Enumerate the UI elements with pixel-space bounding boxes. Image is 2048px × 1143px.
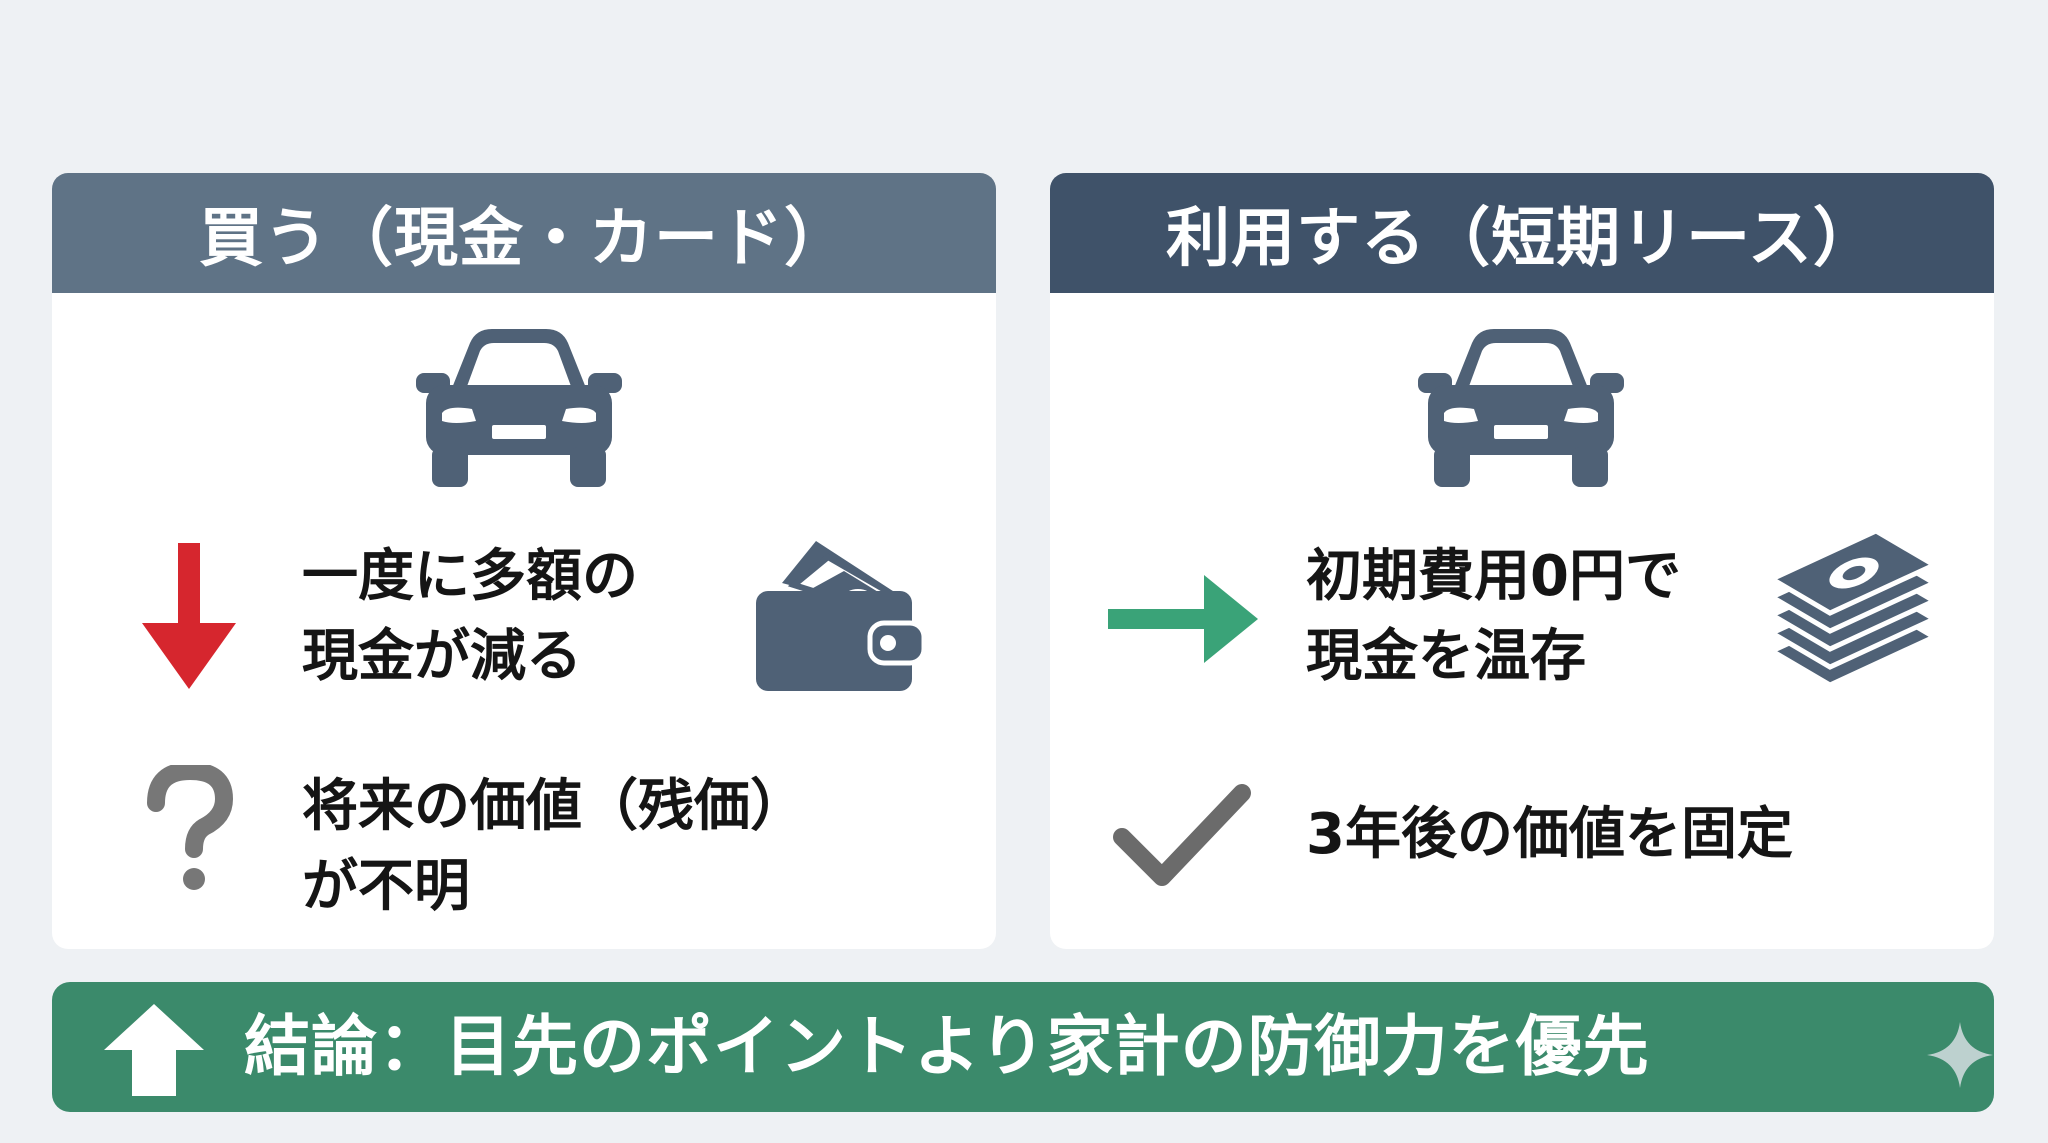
sparkle-icon xyxy=(1927,1022,1993,1088)
lease-row1-line1: 初期費用0円で xyxy=(1306,544,1681,609)
lease-panel-header: 利用する（短期リース） xyxy=(1050,173,1994,293)
car-icon xyxy=(416,329,622,487)
buy-row2-line1: 将来の価値（残価） xyxy=(302,774,806,839)
lease-panel-title: 利用する（短期リース） xyxy=(1166,202,1878,276)
wallet-icon xyxy=(754,535,930,695)
car-icon xyxy=(1418,329,1624,487)
lease-row1-text: 初期費用0円で 現金を温存 xyxy=(1306,537,1681,697)
buy-row2-line2: が不明 xyxy=(302,854,470,919)
lease-row2-line1: 3年後の価値を固定 xyxy=(1306,802,1793,867)
question-mark-icon xyxy=(140,765,240,895)
cash-stack-icon xyxy=(1768,533,1938,697)
buy-row1-line2: 現金が減る xyxy=(302,624,582,689)
up-arrow-icon xyxy=(104,1004,204,1096)
lease-row2-text: 3年後の価値を固定 xyxy=(1306,795,1793,875)
buy-panel-header: 買う（現金・カード） xyxy=(52,173,996,293)
conclusion-text: 結論：目先のポイントより家計の防御力を優先 xyxy=(244,1008,1650,1085)
buy-panel-title: 買う（現金・カード） xyxy=(199,202,849,276)
buy-row1-text: 一度に多額の 現金が減る xyxy=(302,537,638,697)
lease-panel: 利用する（短期リース） 初期費用0円で 現金を温存 xyxy=(1050,173,1994,949)
right-arrow-icon xyxy=(1108,571,1260,667)
down-arrow-icon xyxy=(134,543,244,693)
buy-row1-line1: 一度に多額の xyxy=(302,544,638,609)
buy-panel: 買う（現金・カード） 一度に多額の 現金が減る xyxy=(52,173,996,949)
conclusion-banner: 結論：目先のポイントより家計の防御力を優先 xyxy=(52,982,1994,1112)
check-icon xyxy=(1112,781,1252,891)
buy-row2-text: 将来の価値（残価） が不明 xyxy=(302,767,806,927)
lease-row1-line2: 現金を温存 xyxy=(1306,624,1586,689)
